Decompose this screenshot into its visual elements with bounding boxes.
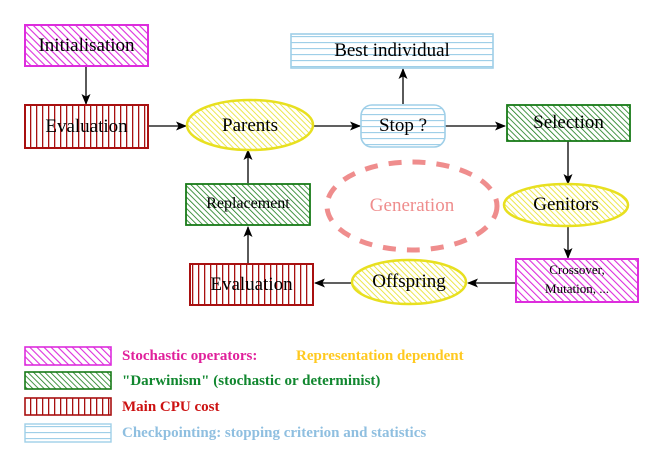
legend-label-main-cpu-cost: Main CPU cost: [122, 399, 220, 415]
node-best-individual: [290, 33, 494, 69]
legend-swatch-darwinism: [24, 371, 112, 390]
connector-group: [81, 66, 573, 288]
node-initialisation: [24, 24, 149, 67]
node-selection: [506, 104, 631, 142]
node-evaluation-top: [24, 104, 149, 149]
legend-swatch-checkpointing: [24, 423, 112, 443]
legend-label-darwinism: "Darwinism" (stochastic or determinist): [122, 373, 381, 389]
node-parents: [185, 98, 315, 152]
node-evaluation-bottom: [189, 263, 314, 306]
node-offspring: [350, 258, 468, 306]
legend-swatch-stochastic-operators: [24, 346, 112, 366]
node-crossover-mutation: [515, 258, 639, 303]
node-generation-boundary: [324, 159, 500, 253]
node-replacement: [185, 183, 311, 226]
legend-label-checkpointing: Checkpointing: stopping criterion and st…: [122, 425, 427, 441]
legend-label-representation-dependent: Representation dependent: [296, 348, 464, 364]
legend-label-stochastic-operators: Stochastic operators:: [122, 348, 258, 364]
node-stop: [360, 104, 446, 148]
legend-swatch-main-cpu-cost: [24, 397, 112, 416]
node-genitors: [502, 182, 630, 228]
